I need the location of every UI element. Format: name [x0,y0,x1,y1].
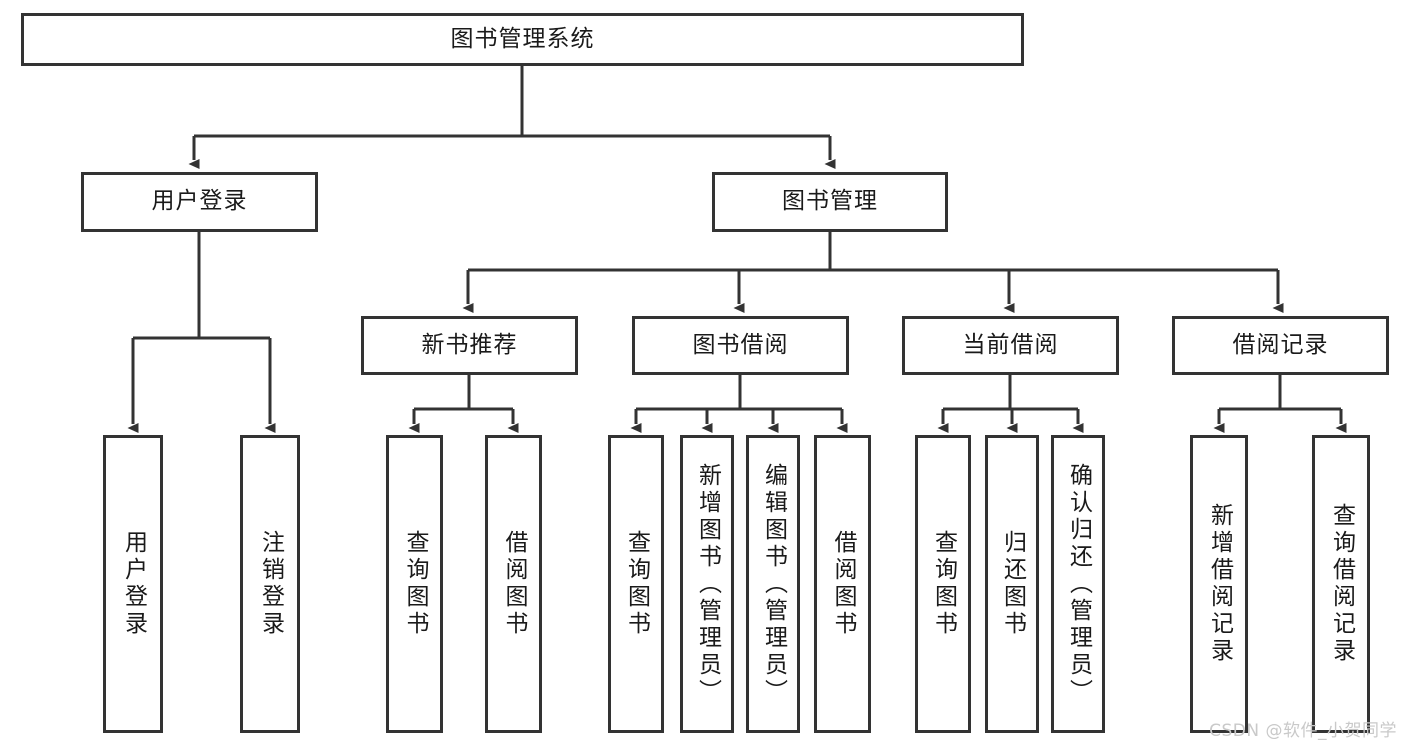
node-root[interactable]: 图书管理系统 [21,13,1024,66]
node-book-borrow[interactable]: 图书借阅 [632,316,849,375]
node-leaf-add-borrow-record[interactable]: 新增借阅记录 [1190,435,1248,733]
node-new-book-recommend[interactable]: 新书推荐 [361,316,578,375]
node-leaf-add-borrow-record-label: 新增借阅记录 [1206,503,1233,665]
node-leaf-edit-book-admin[interactable]: 编辑图书（管理员） [746,435,800,733]
node-root-label: 图书管理系统 [450,25,595,52]
node-leaf-user-login[interactable]: 用户登录 [103,435,163,733]
node-book-management-label: 图书管理 [782,188,878,215]
node-leaf-add-book-admin-label: 新增图书（管理员） [694,462,721,706]
node-leaf-query-book-current-label: 查询图书 [930,530,957,638]
node-leaf-query-book-current[interactable]: 查询图书 [915,435,971,733]
node-leaf-logout-login-label: 注销登录 [257,530,284,638]
node-leaf-logout-login[interactable]: 注销登录 [240,435,300,733]
node-book-management[interactable]: 图书管理 [712,172,948,232]
node-leaf-borrow-book-recommend[interactable]: 借阅图书 [485,435,542,733]
node-user-login-label: 用户登录 [151,188,248,215]
node-book-borrow-label: 图书借阅 [692,331,789,358]
node-leaf-confirm-return-admin-label: 确认归还（管理员） [1065,462,1092,706]
node-leaf-return-book[interactable]: 归还图书 [985,435,1039,733]
node-leaf-query-book-borrow-label: 查询图书 [623,530,650,638]
node-new-book-recommend-label: 新书推荐 [421,331,518,358]
csdn-watermark: CSDN @软件_小贺同学 [1209,721,1397,741]
node-leaf-query-book-recommend[interactable]: 查询图书 [386,435,443,733]
node-leaf-confirm-return-admin[interactable]: 确认归还（管理员） [1051,435,1105,733]
node-leaf-query-borrow-record-label: 查询借阅记录 [1328,503,1355,665]
node-leaf-add-book-admin[interactable]: 新增图书（管理员） [680,435,734,733]
node-current-borrow[interactable]: 当前借阅 [902,316,1119,375]
node-leaf-return-book-label: 归还图书 [999,530,1026,638]
node-leaf-query-book-recommend-label: 查询图书 [402,530,428,638]
node-borrow-record-label: 借阅记录 [1232,331,1329,358]
node-leaf-borrow-book[interactable]: 借阅图书 [814,435,871,733]
node-borrow-record[interactable]: 借阅记录 [1172,316,1389,375]
node-leaf-borrow-book-label: 借阅图书 [830,530,856,638]
node-leaf-query-book-borrow[interactable]: 查询图书 [608,435,664,733]
node-leaf-borrow-book-recommend-label: 借阅图书 [501,530,527,638]
node-leaf-user-login-label: 用户登录 [120,530,147,638]
node-current-borrow-label: 当前借阅 [962,331,1059,358]
node-user-login[interactable]: 用户登录 [81,172,318,232]
node-leaf-edit-book-admin-label: 编辑图书（管理员） [760,462,787,706]
node-leaf-query-borrow-record[interactable]: 查询借阅记录 [1312,435,1370,733]
